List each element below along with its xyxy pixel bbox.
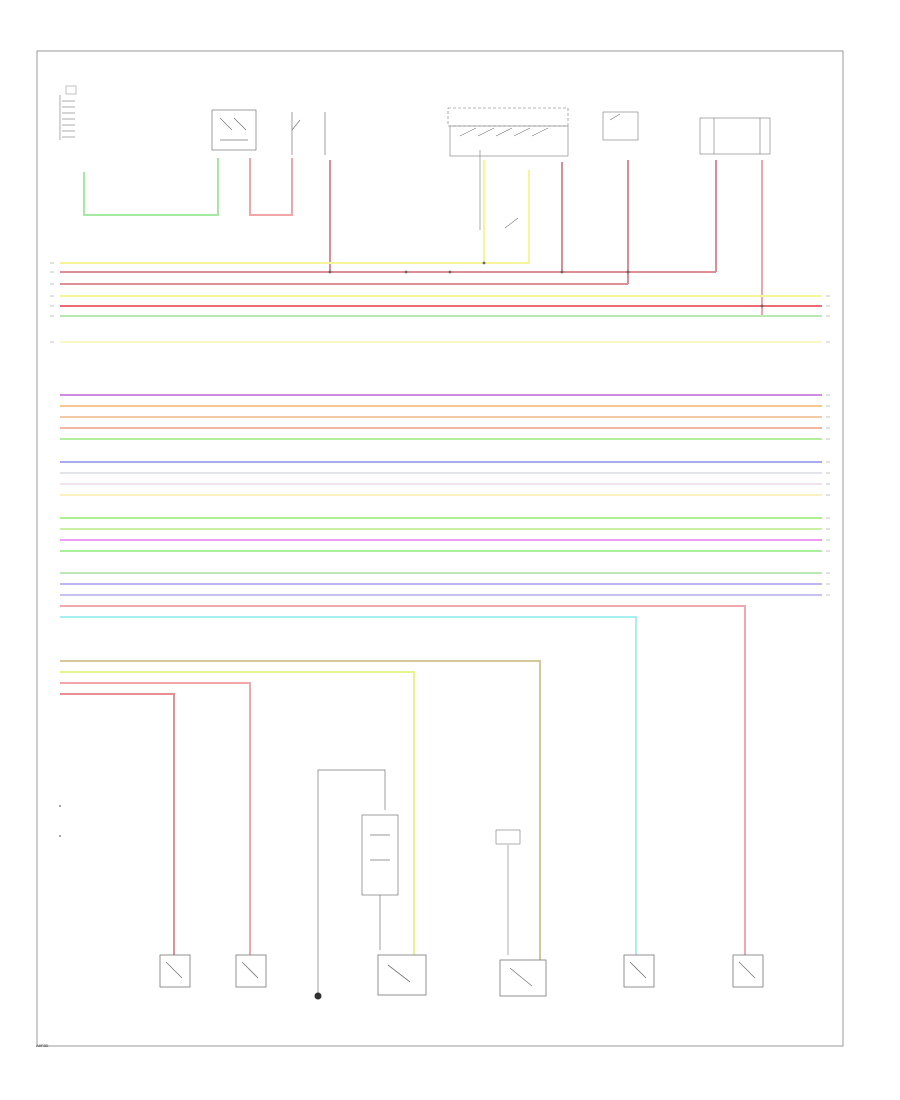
relay-1 [211,109,257,151]
bus-group-1 [60,262,822,343]
right-front-door-lock-switch [732,954,764,988]
left-front-door-switch [602,111,639,141]
legend-markers [59,805,61,837]
ground-symbol [314,992,322,1000]
bus-group-2 [60,394,822,440]
fuse-relay-box [59,85,77,140]
top-vertical-wires [83,158,763,316]
bus-end-markers [50,262,830,596]
relay-2 [291,112,326,155]
bus-group-5 [60,572,822,960]
shift-lock-circuit [317,769,399,995]
right-connector-box [699,117,771,155]
diagram-code: A8F8D [36,1043,49,1048]
bus-group-3 [60,461,822,496]
diagram-frame [36,50,844,1047]
bus-group-6 [60,660,541,960]
left-front-door-lock-switch [623,954,655,988]
left-rear-door-switch [159,954,191,988]
trunk-lock-switch [377,954,427,996]
left-left-wire [495,829,521,955]
junction-dots [328,261,764,308]
right-rear-door-switch [235,954,267,988]
hood-switch [499,959,547,997]
bus-group-4 [60,517,822,552]
automatic-transmission-switch [447,107,569,230]
